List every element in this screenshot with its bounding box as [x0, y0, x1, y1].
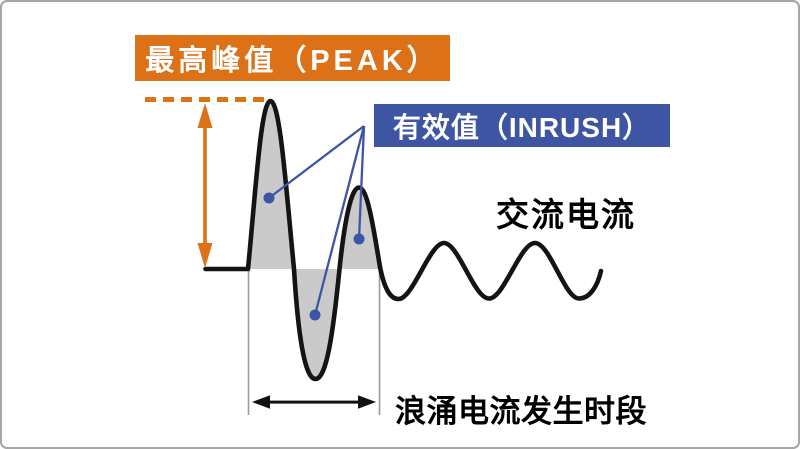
inrush-label-banner: 有效值（INRUSH） [374, 104, 670, 147]
waveform-curve [203, 98, 604, 382]
surge-period-label: 浪涌电流发生时段 [395, 394, 647, 429]
rms-point-dip [309, 309, 321, 321]
inrush-label-text: 有效值（INRUSH） [392, 111, 652, 143]
arrow-left-head [252, 395, 270, 409]
peak-label-banner: 最高峰值（PEAK） [135, 35, 450, 81]
arrow-down-head [197, 243, 213, 268]
rms-pointer-lines [268, 125, 366, 316]
rms-point-peak2 [353, 233, 365, 245]
rms-point-peak1 [263, 192, 275, 204]
surge-shaded-area [248, 101, 380, 379]
rms-pointer-line-peak2 [357, 125, 366, 240]
surge-window-guides [247, 269, 381, 415]
rms-pointer-line-dip [313, 125, 366, 316]
rms-point-markers [263, 192, 365, 321]
peak-label-text: 最高峰值（PEAK） [145, 45, 440, 77]
peak-height-arrow [197, 103, 213, 268]
ac-current-label: 交流电流 [496, 196, 636, 233]
rms-pointer-line-peak1 [268, 125, 365, 199]
arrow-right-head [358, 395, 376, 409]
surge-duration-arrow [252, 395, 376, 409]
arrow-up-head [197, 103, 213, 128]
